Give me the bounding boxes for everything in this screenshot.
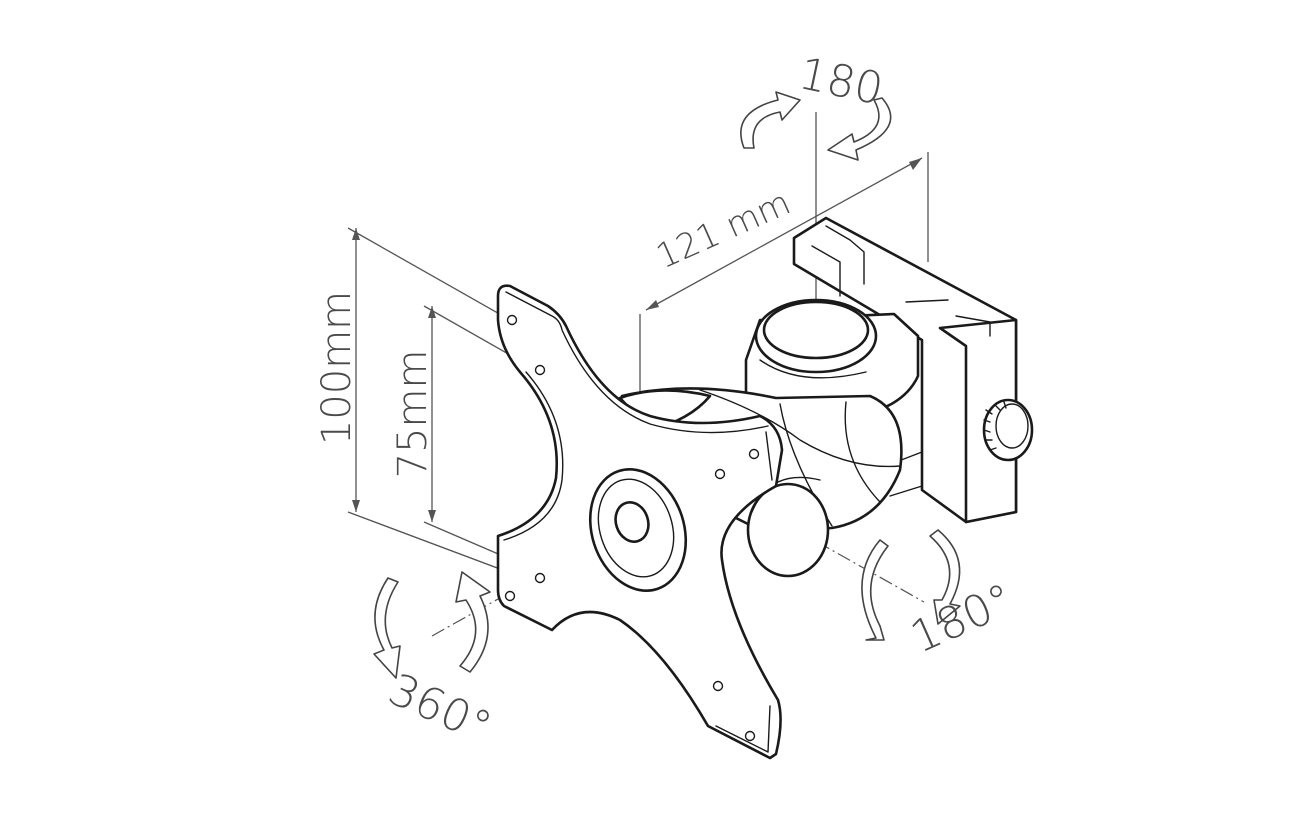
plate-bevel-left (503, 371, 564, 541)
right-rotation-arrow-right (929, 529, 961, 625)
dimension-lines (347, 112, 929, 637)
vesa-hole-100-br (744, 730, 756, 742)
dim-75-arrow-bottom (428, 510, 436, 522)
left-rotation-arrow-down (373, 577, 401, 679)
label-height-75: 75mm (390, 350, 436, 479)
bracket-slot-side (905, 299, 991, 337)
top-rotation-arrow-left (740, 91, 801, 149)
rotation-arrows (373, 91, 961, 679)
label-width-121: 121 mm (651, 183, 797, 277)
bracket-edge (939, 327, 967, 521)
dim-100-arrow-bottom (352, 500, 360, 512)
bracket-slot-top (811, 225, 865, 297)
vesa-plate (496, 284, 784, 760)
vesa-hole-100-tr (748, 448, 760, 460)
dim-100-ext-top (347, 227, 511, 321)
tilt-hub-rim (751, 476, 821, 513)
vesa-hole-100-tl (506, 314, 518, 326)
dim-100-arrow-top (352, 228, 360, 240)
label-rotation-top: 180 (795, 48, 888, 115)
vesa-hole-75-bl (534, 572, 546, 584)
bracket-lower-lip (889, 451, 923, 497)
swivel-cap (762, 300, 870, 360)
vesa-hole-75-tr (714, 468, 726, 480)
wall-bracket (792, 216, 1018, 524)
swivel-joint (744, 298, 920, 422)
dim-121-arrow-right (909, 158, 922, 170)
dim-121-line (645, 157, 923, 311)
left-rotation-arrow-up (455, 571, 491, 673)
top-rotation-arrow-right (827, 97, 892, 161)
center-boss-hole (614, 501, 650, 543)
plate-bevel-right (715, 431, 773, 753)
tilt-hub (746, 476, 830, 578)
dim-75-arrow-top (428, 306, 436, 318)
arm-seam-2 (844, 401, 881, 503)
knob-ridges (983, 401, 1007, 451)
right-rotation-arrow-left (861, 539, 889, 641)
label-rotation-right: 180° (903, 574, 1021, 664)
tilt-hub-outer (746, 482, 830, 578)
label-rotation-left: 360° (381, 664, 499, 754)
dim-121-arrow-left (646, 300, 659, 310)
arm-seam-3 (699, 389, 901, 468)
label-height-100: 100mm (314, 291, 360, 445)
swivel-ring (759, 359, 867, 379)
knob-face (995, 403, 1029, 449)
vesa-hole-75-br (712, 680, 724, 692)
vesa-hole-75-tl (534, 364, 546, 376)
tension-knob (982, 398, 1034, 462)
plate-bevel-top (505, 291, 769, 434)
vesa-hole-100-bl (504, 590, 516, 602)
